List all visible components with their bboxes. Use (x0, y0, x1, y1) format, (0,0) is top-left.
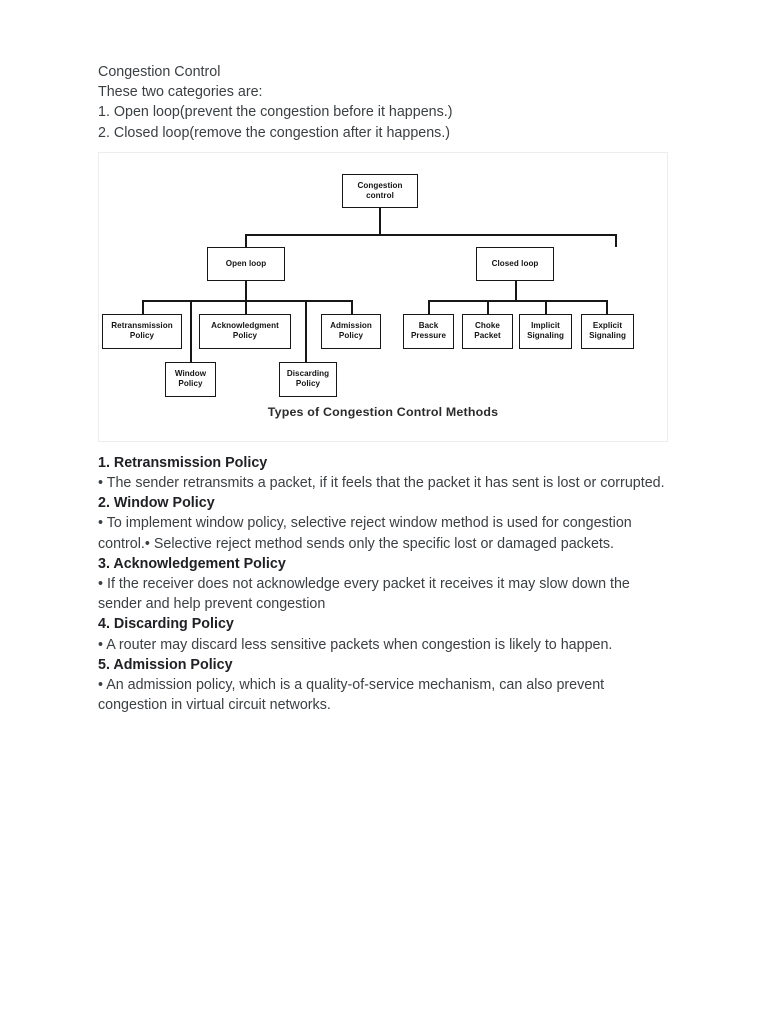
intro-line-open-loop: 1. Open loop(prevent the congestion befo… (98, 104, 453, 121)
node-implicit-signaling: Implicit Signaling (519, 313, 572, 349)
section-title: 5. Admission Policy (98, 656, 233, 673)
section-window-policy: 2. Window Policy • To implement window p… (98, 493, 676, 554)
intro-line-categories: These two categories are: (98, 84, 263, 101)
node-back-pressure: Back Pressure (403, 313, 454, 349)
edge-drop-discarding (305, 299, 307, 363)
intro-line-closed-loop: 2. Closed loop(remove the congestion aft… (98, 124, 451, 141)
edge-drop-back-pressure (428, 299, 430, 315)
edge-drop-retransmission (142, 299, 144, 315)
sections-block: 1. Retransmission Policy • The sender re… (98, 453, 676, 716)
node-acknowledgment-policy: Acknowledgment Policy (199, 313, 291, 349)
node-choke-packet: Choke Packet (462, 313, 513, 349)
edge-drop-explicit-signaling (606, 299, 608, 315)
congestion-control-figure: Congestion control Open loop Closed loop (98, 151, 668, 442)
section-body: • If the receiver does not acknowledge e… (98, 576, 634, 613)
edge-open-loop-down (245, 280, 247, 301)
edge-bus-to-closed-loop (615, 233, 617, 247)
node-admission-policy: Admission Policy (321, 313, 381, 349)
edge-drop-window (190, 299, 192, 363)
document-content: Congestion Control These two categories … (98, 62, 676, 715)
node-window-policy: Window Policy (165, 361, 216, 397)
edge-root-down (379, 207, 381, 235)
document-title: Congestion Control (98, 64, 221, 80)
section-body: • An admission policy, which is a qualit… (98, 677, 609, 714)
section-body: • The sender retransmits a packet, if it… (98, 475, 665, 492)
node-congestion-control: Congestion control (342, 173, 418, 208)
section-retransmission-policy: 1. Retransmission Policy • The sender re… (98, 453, 676, 493)
section-title: 3. Acknowledgement Policy (98, 555, 286, 572)
edge-closed-loop-down (515, 280, 517, 301)
edge-open-loop-bus (142, 299, 352, 302)
node-open-loop: Open loop (207, 246, 285, 281)
figure-caption: Types of Congestion Control Methods (267, 404, 499, 419)
edge-closed-loop-bus (428, 299, 608, 302)
edge-drop-admission (351, 299, 353, 315)
node-explicit-signaling: Explicit Signaling (581, 313, 634, 349)
section-title: 4. Discarding Policy (98, 616, 234, 633)
section-title: 2. Window Policy (98, 495, 215, 512)
edge-drop-choke-packet (487, 299, 489, 315)
node-discarding-policy: Discarding Policy (279, 361, 337, 397)
edge-level1-bus (246, 233, 616, 236)
node-closed-loop: Closed loop (476, 246, 554, 281)
intro-block: Congestion Control These two categories … (98, 62, 676, 143)
edge-drop-implicit-signaling (545, 299, 547, 315)
edge-drop-acknowledgment (245, 299, 247, 315)
section-acknowledgement-policy: 3. Acknowledgement Policy • If the recei… (98, 554, 676, 615)
section-admission-policy: 5. Admission Policy • An admission polic… (98, 655, 676, 716)
node-retransmission-policy: Retransmission Policy (102, 313, 182, 349)
congestion-control-tree-diagram: Congestion control Open loop Closed loop (99, 153, 667, 441)
edge-bus-to-open-loop (245, 233, 247, 247)
section-discarding-policy: 4. Discarding Policy • A router may disc… (98, 614, 676, 654)
section-body: • A router may discard less sensitive pa… (98, 636, 613, 653)
section-title: 1. Retransmission Policy (98, 454, 268, 471)
section-body: • To implement window policy, selective … (98, 515, 632, 552)
